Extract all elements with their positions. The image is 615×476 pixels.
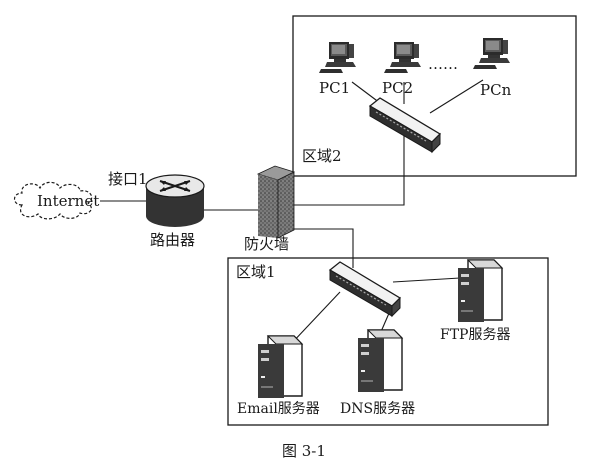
pcn-icon (473, 38, 510, 69)
link-firewall-zone1-switch (292, 228, 354, 268)
pc2-icon (384, 42, 421, 73)
link-switch-email (289, 291, 341, 346)
zone2-label: 区域2 (302, 147, 342, 165)
pc1-label: PC1 (319, 79, 351, 97)
firewall-label: 防火墙 (244, 235, 290, 253)
internet-label: Internet (37, 192, 100, 210)
link-firewall-zone2-switch (292, 134, 405, 206)
link-switch-ftp (392, 277, 461, 283)
interface1-label: 接口1 (108, 170, 148, 188)
zone2-switch-icon (369, 97, 441, 153)
zone2-box (292, 15, 577, 177)
email-server-icon (257, 335, 303, 399)
figure-caption: 图 3-1 (282, 442, 326, 460)
pcn-label: PCn (480, 81, 512, 99)
dns-server-label: DNS服务器 (340, 401, 416, 417)
router-label: 路由器 (150, 231, 196, 249)
zone1-box (227, 257, 549, 426)
ftp-server-icon (457, 259, 503, 323)
router-icon (145, 174, 205, 227)
cloud-icon (13, 181, 93, 220)
pc1-icon (319, 42, 356, 73)
ellipsis-label: …… (428, 55, 458, 73)
zone1-switch-icon (329, 261, 401, 317)
link-pcn-switch (429, 79, 484, 114)
zone1-label: 区域1 (236, 263, 276, 281)
ftp-server-label: FTP服务器 (440, 327, 511, 343)
firewall-icon (256, 165, 296, 239)
link-pc1-switch (351, 81, 381, 104)
email-server-label: Email服务器 (237, 401, 320, 417)
network-links (100, 79, 484, 346)
pc2-label: PC2 (382, 79, 414, 97)
dns-server-icon (357, 329, 403, 393)
